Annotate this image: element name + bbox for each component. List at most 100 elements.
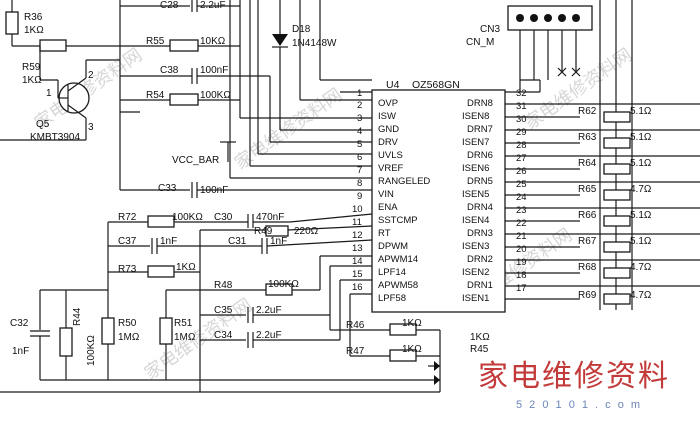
left-pin-name-7: VREF <box>378 163 404 174</box>
left-pin-name-16: APWM58 <box>378 280 418 291</box>
sense-resistor-r66: R66 5.1Ω <box>578 210 652 227</box>
right-pin-name-22: ISEN4 <box>462 215 489 226</box>
left-pin-name-4: GND <box>378 124 399 135</box>
right-pin-num-31: 31 <box>516 101 527 112</box>
sense-resistor-r69: R69 4.7Ω <box>578 290 652 305</box>
left-pin-name-6: UVLS <box>378 150 403 161</box>
left-pin-name-17: LPF58 <box>378 293 406 304</box>
right-pin-num-18: 18 <box>516 270 527 281</box>
sense-resistor-r68: R68 4.7Ω <box>578 262 652 279</box>
c32-value: 1nF <box>12 346 29 357</box>
left-pin-num-9: 9 <box>357 191 362 202</box>
left-pin-num-6: 6 <box>357 152 362 163</box>
right-pin-name-28: ISEN7 <box>462 137 489 148</box>
cn3-ref: CN3 <box>480 24 500 35</box>
r51-value: 1MΩ <box>174 332 196 343</box>
r50-ref: R50 <box>118 318 137 329</box>
watermark-text-3: 家电维修资料网 <box>141 295 256 384</box>
c33-ref: C33 <box>158 183 177 194</box>
c37-value: 1nF <box>160 236 177 247</box>
left-pin-name-11: SSTCMP <box>378 215 418 226</box>
r50-value: 1MΩ <box>118 332 140 343</box>
right-pin-num-29: 29 <box>516 127 527 138</box>
r47-ref: R47 <box>346 346 365 357</box>
ic-right-pins: 32 31 DRN8 30 ISEN8 29 DRN7 28 ISEN7 27 … <box>462 88 527 304</box>
right-pin-num-24: 24 <box>516 192 527 203</box>
c28-ref: C28 <box>160 0 179 11</box>
right-pin-name-16: ISEN1 <box>462 293 489 304</box>
left-pin-num-14: 14 <box>352 256 363 267</box>
right-pin-num-17: 17 <box>516 283 527 294</box>
sense-resistor-r63: R63 5.1Ω <box>578 132 652 149</box>
left-pin-num-15: 15 <box>352 269 363 280</box>
bottom-left-network: R72 100KΩ C30 470nF R49 220Ω C37 1nF C31… <box>0 212 440 393</box>
r36-ref: R36 <box>24 12 43 23</box>
c34-ref: C34 <box>214 330 233 341</box>
sense-resistor-value: 5.1Ω <box>630 106 652 117</box>
q5-pin1: 1 <box>46 88 52 99</box>
sense-resistor-ref: R66 <box>578 210 597 221</box>
r51-ref: R51 <box>174 318 193 329</box>
left-pin-num-3: 3 <box>357 113 362 124</box>
r54-ref: R54 <box>146 90 165 101</box>
left-pin-num-7: 7 <box>357 165 362 176</box>
sense-resistor-bank: R62 5.1Ω R63 5.1Ω R64 5.1Ω R65 4.7Ω R66 … <box>578 106 652 305</box>
sense-resistor-ref: R67 <box>578 236 597 247</box>
sense-resistor-r64: R64 5.1Ω <box>578 158 652 175</box>
left-pin-name-12: RT <box>378 228 391 239</box>
right-pin-name-29: DRN7 <box>467 124 493 135</box>
ic-pin-stubs <box>340 91 700 300</box>
left-pin-num-16: 16 <box>352 282 363 293</box>
r54-value: 100KΩ <box>200 90 231 101</box>
sense-resistor-r65: R65 4.7Ω <box>578 184 652 201</box>
right-pin-num-27: 27 <box>516 153 527 164</box>
brand-watermark-url: 5 2 0 1 0 1 . c o m <box>516 399 642 411</box>
ic-part: OZ568GN <box>412 79 460 91</box>
c38-value: 100nF <box>200 65 228 76</box>
r49-ref: R49 <box>254 226 273 237</box>
r73-ref: R73 <box>118 264 137 275</box>
left-pin-name-14: APWM14 <box>378 254 418 265</box>
left-pin-name-9: VIN <box>378 189 394 200</box>
sense-resistor-ref: R62 <box>578 106 597 117</box>
sense-resistor-value: 5.1Ω <box>630 132 652 143</box>
r73-value: 1KΩ <box>176 262 196 273</box>
q5-transistor-block: R36 1KΩ R59 1KΩ 1 2 3 Q5 KMBT3904 <box>0 0 120 143</box>
right-pin-name-21: DRN3 <box>467 228 493 239</box>
sense-resistor-value: 5.1Ω <box>630 236 652 247</box>
q5-part: KMBT3904 <box>30 132 80 143</box>
r45-ref: R45 <box>470 344 489 355</box>
r48-value: 100KΩ <box>268 279 299 290</box>
c38-ref: C38 <box>160 65 179 76</box>
top-passives-block: C28 2.2uF R55 10KΩ C38 100nF R54 100KΩ D… <box>119 0 337 130</box>
cn3-connector: CN3 CN_M <box>466 0 633 310</box>
sense-resistor-value: 4.7Ω <box>630 290 652 301</box>
r36-value: 1KΩ <box>24 25 44 36</box>
r72-ref: R72 <box>118 212 137 223</box>
right-pin-name-20: ISEN3 <box>462 241 489 252</box>
right-pin-name-17: DRN1 <box>467 280 493 291</box>
c34-value: 2.2uF <box>256 330 282 341</box>
sense-resistor-ref: R69 <box>578 290 597 301</box>
right-pin-name-18: ISEN2 <box>462 267 489 278</box>
ic-u4: U4 OZ568GN 1 2 OVP 3 ISW 4 GND 5 DRV 6 U… <box>340 79 700 313</box>
left-pin-num-12: 12 <box>352 230 363 241</box>
right-pin-num-30: 30 <box>516 114 527 125</box>
r59-value: 1KΩ <box>22 75 42 86</box>
left-pin-num-5: 5 <box>357 139 362 150</box>
q5-pin3: 3 <box>88 122 94 133</box>
sense-resistor-ref: R65 <box>578 184 597 195</box>
left-pin-num-8: 8 <box>357 178 362 189</box>
r46-r47-block: R46 1KΩ R47 1KΩ 1KΩ R45 <box>329 300 490 392</box>
ic-left-pins: 1 2 OVP 3 ISW 4 GND 5 DRV 6 UVLS 7 VREF … <box>352 88 430 304</box>
c32-ref: C32 <box>10 318 29 329</box>
right-pin-name-27: DRN6 <box>467 150 493 161</box>
r46-value: 1KΩ <box>402 318 422 329</box>
r55-ref: R55 <box>146 36 165 47</box>
left-pin-num-13: 13 <box>352 243 363 254</box>
sense-resistor-value: 5.1Ω <box>630 210 652 221</box>
r59-ref: R59 <box>22 62 41 73</box>
d18-ref: D18 <box>292 24 311 35</box>
sense-resistor-r62: R62 5.1Ω <box>578 106 652 123</box>
